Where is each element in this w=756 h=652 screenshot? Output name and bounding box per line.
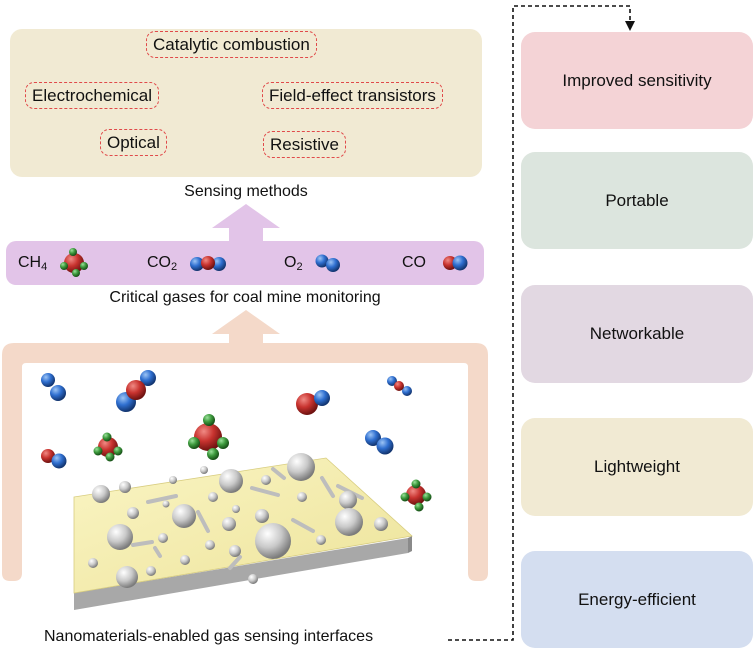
- sensing-methods-caption: Sensing methods: [184, 183, 308, 200]
- gas-label-o2: O2: [284, 254, 303, 273]
- benefit-label: Lightweight: [593, 457, 680, 476]
- up-arrow-gases: [212, 310, 280, 343]
- connector-arrowhead: [625, 21, 635, 31]
- benefit-portable: Portable: [521, 152, 753, 249]
- method-field-effect-transistors: Field-effect transistors: [262, 82, 443, 109]
- gases-caption: Critical gases for coal mine monitoring: [109, 289, 381, 306]
- benefit-label: Networkable: [589, 324, 685, 343]
- benefit-improved-sensitivity: Improved sensitivity: [521, 32, 753, 129]
- method-optical: Optical: [100, 129, 167, 156]
- floating-ch4-molecule-icon: [93, 432, 123, 462]
- benefit-networkable: Networkable: [521, 285, 753, 383]
- dashed-connector: [448, 5, 631, 641]
- benefit-energy-efficient: Energy-efficient: [521, 551, 753, 648]
- method-resistive: Resistive: [263, 131, 346, 158]
- floating-co2-small-molecule-icon: [387, 376, 412, 396]
- floating-ch4-right-molecule-icon: [400, 479, 432, 512]
- up-arrow-methods: [212, 204, 280, 241]
- o2-molecule-icon: [315, 254, 340, 272]
- floating-co-molecule-icon: [296, 390, 330, 415]
- floating-o2-molecule-icon: [41, 373, 66, 401]
- gas-label-co2: CO2: [147, 254, 178, 273]
- method-electrochemical: Electrochemical: [25, 82, 159, 109]
- gas-label-ch4: CH4: [18, 254, 48, 273]
- floating-co-left-molecule-icon: [41, 449, 67, 469]
- method-catalytic-combustion: Catalytic combustion: [146, 31, 317, 58]
- floating-o2-right-molecule-icon: [365, 430, 394, 455]
- floating-co2-molecule-icon: [116, 370, 156, 412]
- co-molecule-icon: [443, 255, 468, 271]
- benefit-label: Portable: [605, 190, 669, 210]
- co2-molecule-icon: [190, 256, 226, 271]
- floating-ch4-large-molecule-icon: [188, 414, 229, 460]
- gas-label-co: CO: [402, 254, 426, 271]
- benefit-label: Energy-efficient: [578, 589, 696, 609]
- sensor-slab-illustration: [73, 453, 413, 610]
- ch4-molecule-icon: [60, 248, 88, 277]
- benefit-lightweight: Lightweight: [521, 418, 753, 516]
- benefit-label: Improved sensitivity: [562, 70, 712, 90]
- sensing-methods-panel: [10, 29, 482, 177]
- interface-caption: Nanomaterials-enabled gas sensing interf…: [44, 628, 374, 645]
